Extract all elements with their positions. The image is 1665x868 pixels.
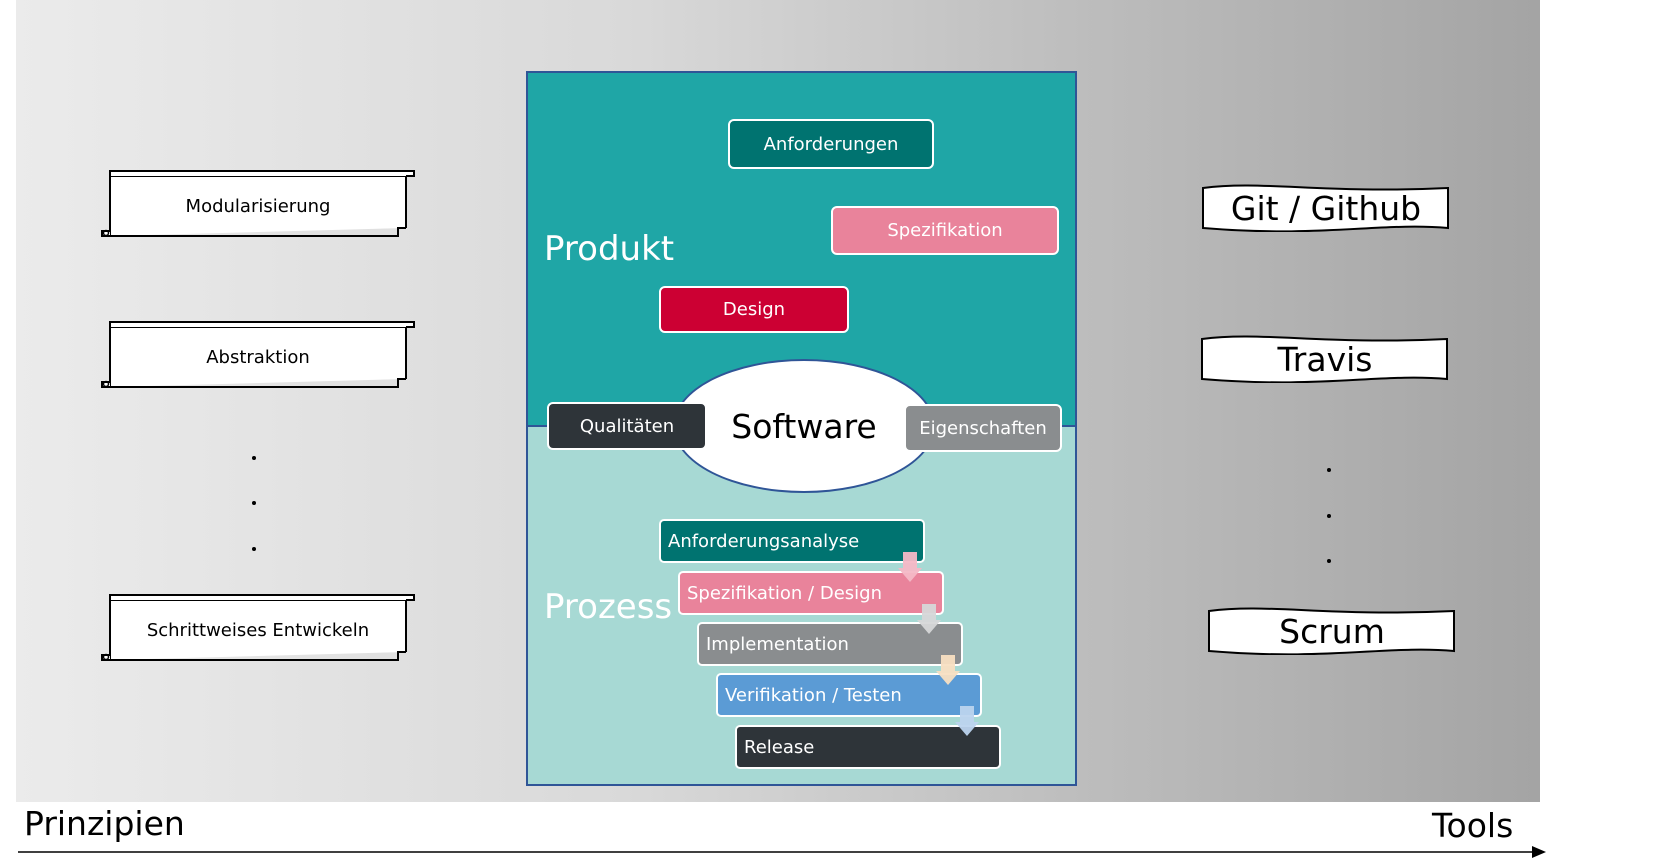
tool-banner-travis: Travis [1201,335,1449,383]
principle-label: Modularisierung [185,195,331,217]
process-step-verifikation-testen: Verifikation / Testen [716,673,982,717]
anforderungen-box: Anforderungen [728,119,934,169]
prozess-title: Prozess [544,587,673,627]
process-step-spezifikation-design: Spezifikation / Design [678,571,944,615]
tool-banner-scrum: Scrum [1208,607,1456,655]
ellipsis-dot [1327,468,1331,472]
ellipsis-dot [1327,514,1331,518]
tool-banner-git-github: Git / Github [1202,184,1450,232]
principle-label: Schrittweises Entwickeln [146,619,370,641]
eigenschaften-box: Eigenschaften [904,404,1062,452]
axis-label-prinzipien: Prinzipien [24,804,185,843]
ellipsis-dot [252,547,256,551]
process-step-anforderungsanalyse: Anforderungsanalyse [659,519,925,563]
axis-label-tools: Tools [1432,806,1514,845]
software-diagram: Produkt Prozess Anforderungen Spezifikat… [526,71,1077,786]
down-arrow-icon [936,655,960,685]
ellipsis-dot [1327,559,1331,563]
principle-label: Abstraktion [206,346,310,368]
tool-label: Git / Github [1230,188,1422,228]
produkt-title: Produkt [544,229,675,269]
principle-scroll-schrittweises-entwickeln: Schrittweises Entwickeln [98,592,418,662]
ellipsis-dot [252,501,256,505]
down-arrow-icon [955,706,979,736]
tool-label: Travis [1277,339,1373,379]
down-arrow-icon [898,552,922,582]
spezifikation-box: Spezifikation [831,206,1059,255]
process-step-release: Release [735,725,1001,769]
software-ellipse: Software [673,359,935,493]
principle-scroll-abstraktion: Abstraktion [98,319,418,389]
ellipsis-dot [252,456,256,460]
qualitaeten-box: Qualitäten [547,402,707,450]
down-arrow-icon [917,604,941,634]
principle-scroll-modularisierung: Modularisierung [98,168,418,238]
process-step-implementation: Implementation [697,622,963,666]
axis-arrow-icon [18,846,1546,858]
design-box: Design [659,286,849,333]
tool-label: Scrum [1279,611,1385,651]
